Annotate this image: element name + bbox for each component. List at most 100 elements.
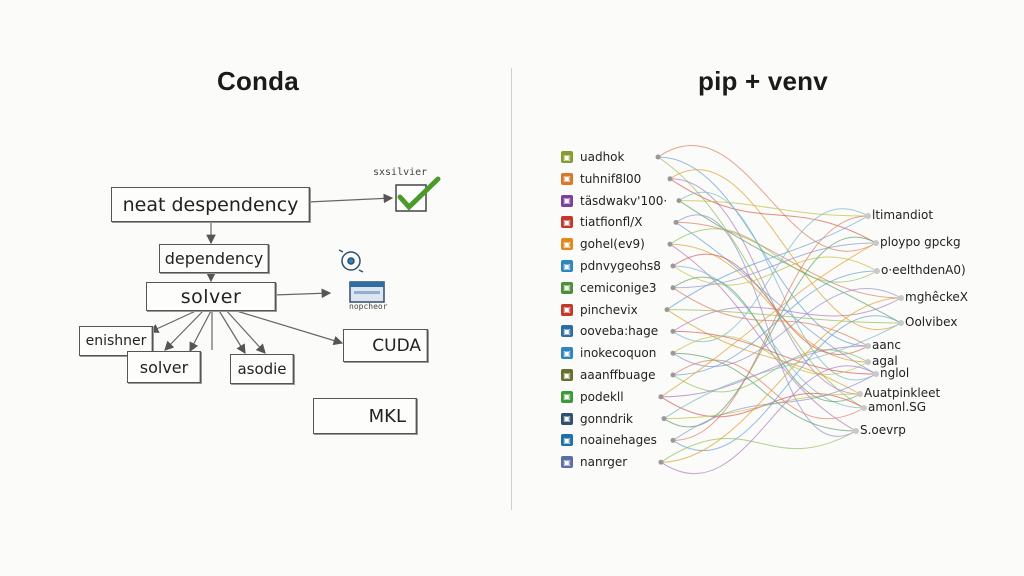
source-dot <box>655 154 661 160</box>
dependency-line <box>672 270 878 376</box>
source-dot <box>667 241 673 247</box>
dependency-line <box>666 215 869 311</box>
package-icon: ▣ <box>561 347 573 360</box>
dependency-target-label: nglol <box>880 366 910 380</box>
source-dot <box>670 328 676 334</box>
dependency-label: dependency <box>164 249 264 268</box>
package-name: aaanffbuage <box>580 368 656 382</box>
target-dot <box>873 240 879 246</box>
package-name: tiatfionfl/X <box>580 215 643 230</box>
source-dot <box>667 176 673 182</box>
check-icon <box>395 176 441 212</box>
dependency-line <box>675 221 877 375</box>
neat-dependency-label: neat despendency <box>122 193 299 216</box>
package-item: ▣cemiconige3 <box>561 280 657 296</box>
package-name: gonndrik <box>580 411 634 426</box>
dependency-line <box>672 373 877 441</box>
refresh-icon <box>338 249 364 273</box>
dependency-line <box>666 309 902 324</box>
package-icon: ▣ <box>561 434 573 447</box>
solver-box: solver <box>146 282 276 311</box>
target-dot <box>898 320 904 326</box>
package-icon: ▣ <box>561 281 573 294</box>
dependency-line <box>657 156 865 409</box>
dependency-target-label: agal <box>872 354 898 368</box>
dependency-line <box>669 169 902 331</box>
package-name: podekll <box>580 389 624 404</box>
dependency-line <box>660 242 877 398</box>
source-dot <box>670 350 676 356</box>
dependency-line <box>672 297 902 332</box>
check-note: sxsilvier <box>373 167 428 178</box>
dependency-line <box>675 214 857 437</box>
package-item: ▣ tuhnif8l00 <box>561 171 641 187</box>
source-dot <box>670 285 676 291</box>
dependency-line <box>672 242 877 289</box>
dependency-line <box>660 297 902 463</box>
conda-title: Conda <box>217 66 299 96</box>
source-dot <box>676 198 682 204</box>
dependency-lines <box>657 144 902 475</box>
mkl-box: MKL <box>313 398 417 434</box>
dependency-line <box>672 208 869 342</box>
dependency-line <box>657 144 877 252</box>
dependency-line <box>660 345 869 398</box>
dependency-line <box>669 243 857 432</box>
package-item: ▣ gonndrik <box>561 411 633 427</box>
neat-dependency-box: neat despendency <box>111 187 310 222</box>
source-dot <box>658 459 664 465</box>
package-icon: ▣ <box>561 151 573 163</box>
dependency-line <box>672 349 869 393</box>
source-dot <box>673 219 679 225</box>
package-icon: ▣ <box>561 194 573 207</box>
package-item: ▣täsdwakv'100· <box>561 193 667 209</box>
package-item: ▣ aaanffbuage <box>561 367 656 383</box>
package-item: ▣ pdnvygeohs8 <box>561 258 661 274</box>
package-name: inokecoquon <box>580 346 657 361</box>
arrow-solver-to-solver2b <box>189 308 213 353</box>
package-name: nanrger <box>580 455 628 470</box>
package-icon: ▣ <box>561 390 573 403</box>
package-icon: ▣ <box>561 172 573 185</box>
package-icon: ▣ <box>561 260 573 272</box>
panel-divider <box>511 68 512 510</box>
package-icon: ▣ <box>561 369 573 381</box>
source-dot <box>670 263 676 269</box>
arrow-neat-to-check <box>307 193 394 204</box>
dependency-target-label: aanc <box>872 338 901 352</box>
dependency-line <box>663 393 861 420</box>
source-dot <box>670 372 676 378</box>
target-dot <box>853 428 859 434</box>
enishner-label: enishner <box>85 333 147 349</box>
dependency-target-label: amonl.SG <box>868 400 927 414</box>
package-name: noainehages <box>580 433 657 448</box>
cuda-label: CUDA <box>372 335 421 356</box>
dependency-line <box>678 191 877 381</box>
target-dot <box>865 213 871 219</box>
package-name: uadhok <box>580 150 625 164</box>
asodie-label: asodie <box>237 360 287 378</box>
arrow-solver-to-enishner <box>148 308 201 333</box>
dependency-target-label: ltimandiot <box>872 208 934 222</box>
source-dot <box>658 394 664 400</box>
package-name: pdnvygeohs8 <box>580 259 661 273</box>
dependency-line <box>672 352 857 432</box>
package-item: ▣ooveba:hage <box>561 323 658 339</box>
package-item: ▣tiatfionfl/X <box>561 214 642 230</box>
package-item: ▣gohel(ev9) <box>561 236 645 252</box>
asodie-box: asodie <box>230 354 294 384</box>
dependency-line <box>669 228 878 283</box>
dependency-line <box>672 315 902 451</box>
mkl-label: MKL <box>368 405 406 427</box>
package-icon: ▣ <box>561 456 573 469</box>
dependency-target-label: Auatpinkleet <box>864 386 941 400</box>
package-name: tuhnif8l00 <box>580 171 642 186</box>
dependency-line <box>669 243 869 363</box>
package-item: ▣ noainehages <box>561 432 657 448</box>
package-icon: ▣ <box>561 303 573 316</box>
dependency-box: dependency <box>159 244 269 273</box>
solver-secondary-box: solver <box>127 351 201 383</box>
package-icon: ▣ <box>561 412 573 425</box>
arrow-solver-to-window <box>273 288 332 299</box>
